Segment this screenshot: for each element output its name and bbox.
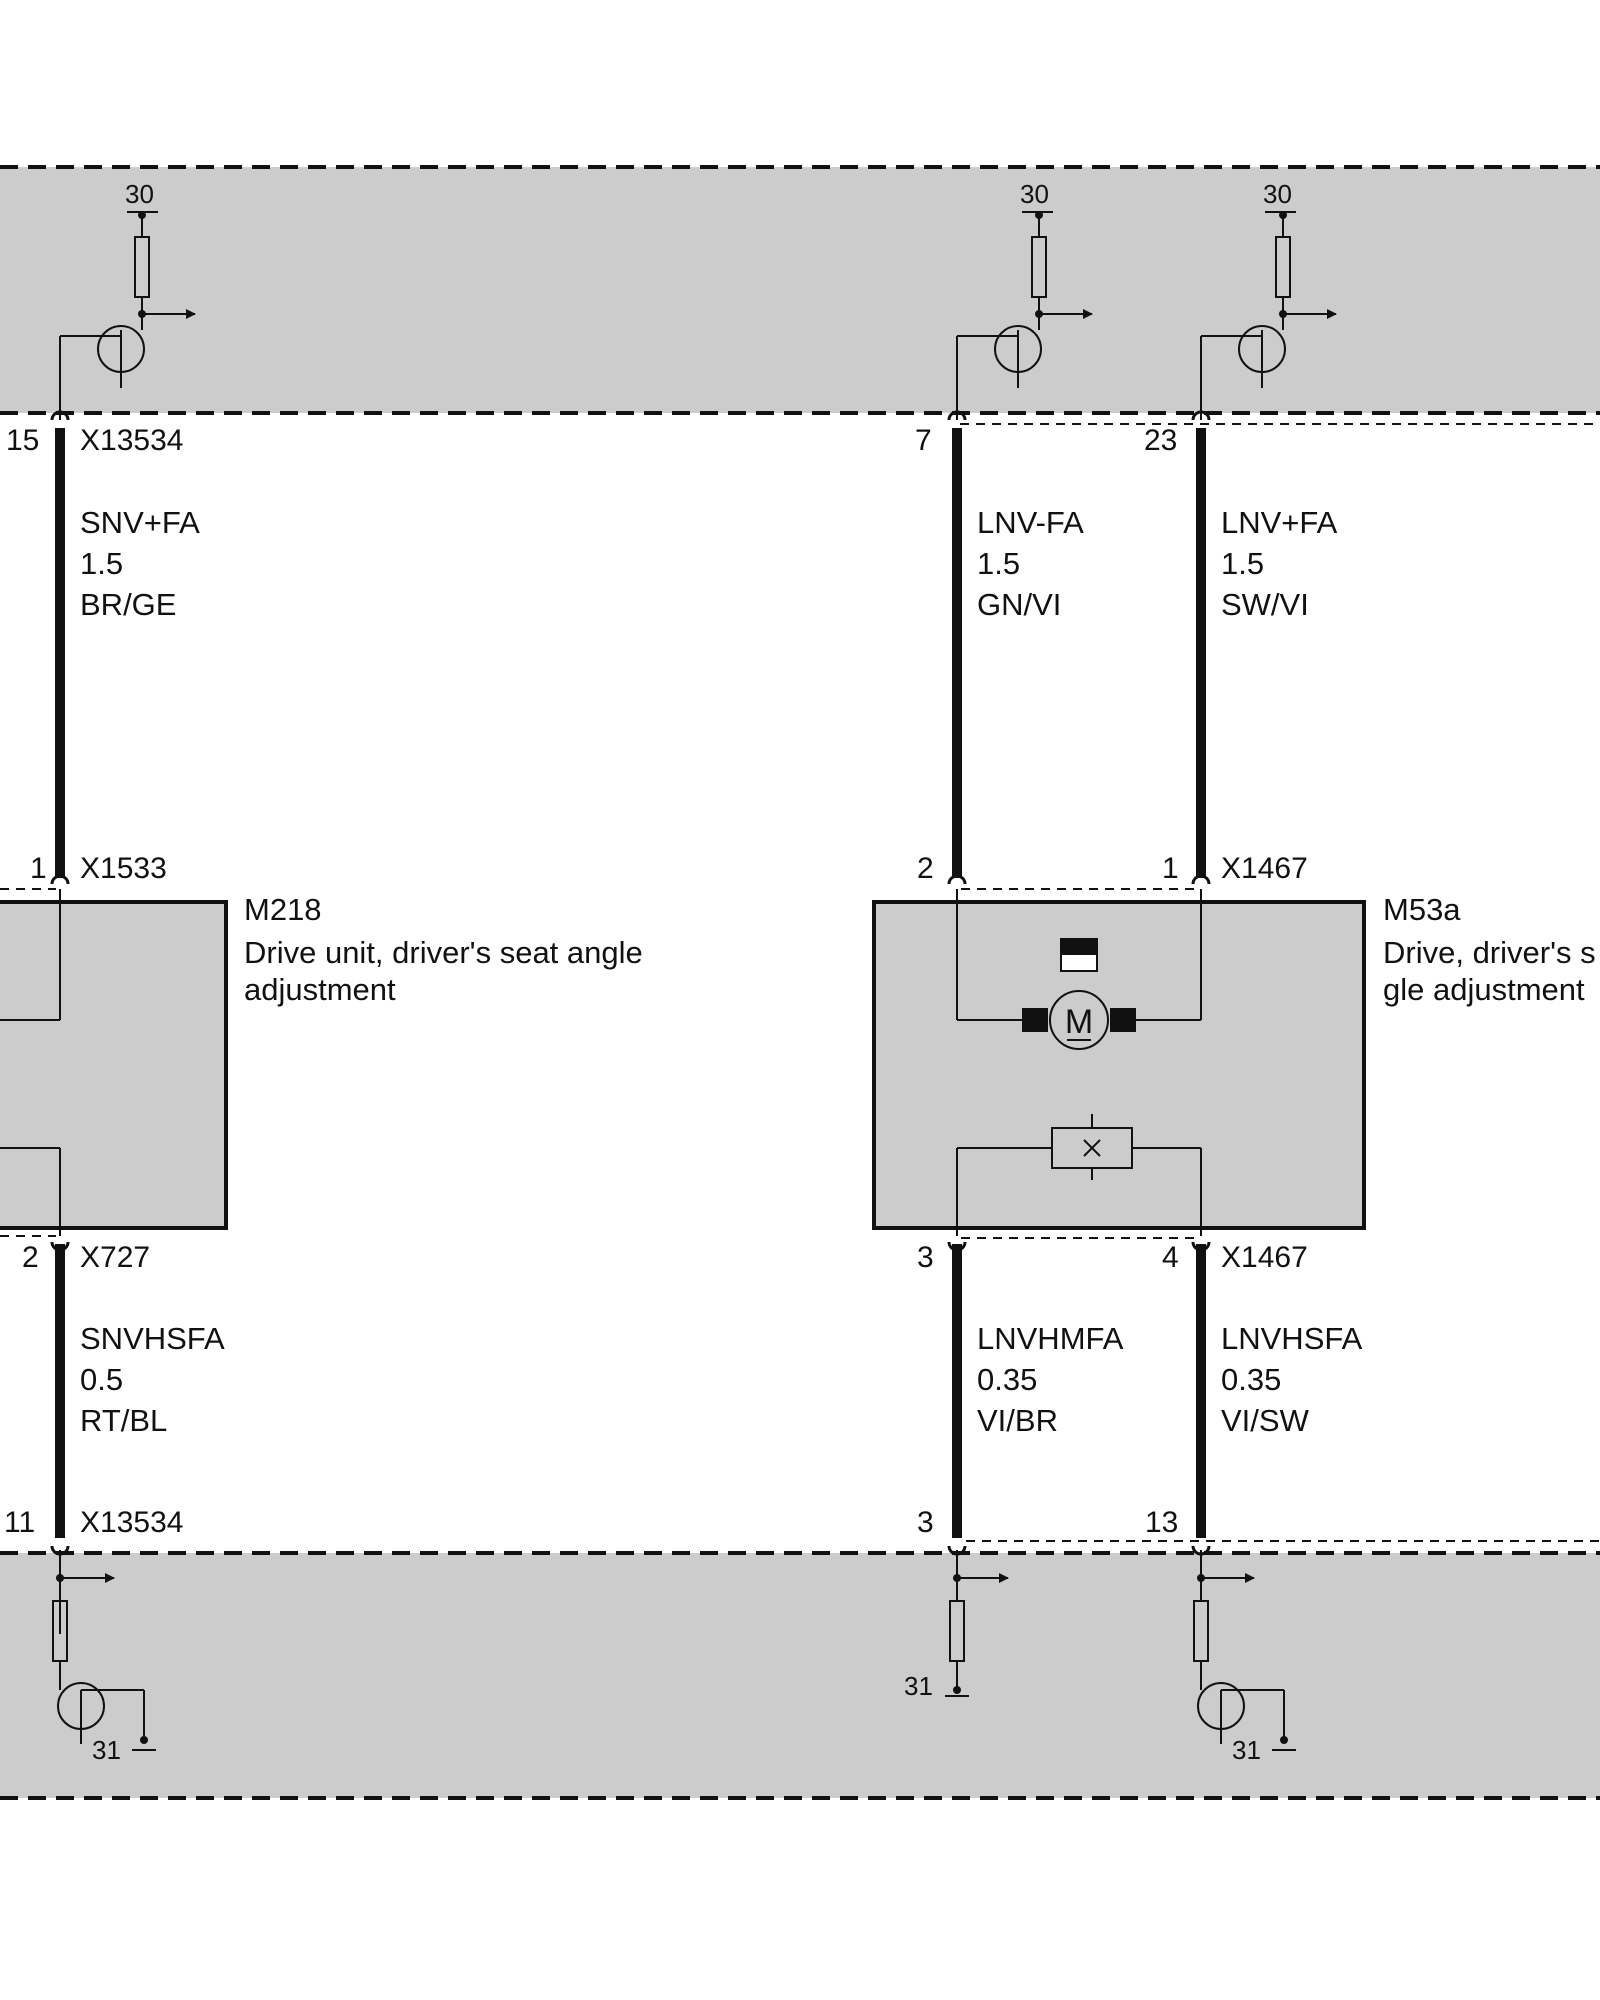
svg-text:1.5: 1.5 [80,546,123,581]
pin-label: 1 [1162,852,1179,885]
wire-lnvhsfa [1191,1241,1211,1556]
wire-label-lnv-fa: LNV-FA 1.5 GN/VI [977,505,1084,622]
wire-lnvhmfa [947,1241,967,1556]
connector-id: X1467 [1221,1241,1308,1274]
wire-label-snv-fa: SNV+FA 1.5 BR/GE [80,505,200,622]
supply-label: 30 [1263,179,1292,209]
ground-label: 31 [92,1735,121,1765]
component-description: Drive, driver's s [1383,935,1596,970]
bottom-driver-right: 31 [1193,1550,1296,1765]
connector-id: X1533 [80,852,167,885]
bottom-control-module [0,1551,1600,1800]
wire-snvhsfa [50,1241,70,1556]
svg-text:0.5: 0.5 [80,1362,123,1397]
pin-label: 3 [917,1241,934,1274]
pin-label: 1 [30,852,47,885]
ground-label: 31 [1232,1735,1261,1765]
pin-label: 2 [22,1241,39,1274]
wire-label-snvhsfa: SNVHSFA 0.5 RT/BL [80,1321,225,1438]
svg-text:BR/GE: BR/GE [80,587,176,622]
pin-label: 3 [917,1506,934,1539]
motor-icon [1049,990,1109,1050]
top-control-module [0,165,1600,415]
connector-id: X1467 [1221,852,1308,885]
pin-label: 23 [1144,424,1177,457]
pin-label: 11 [4,1506,35,1539]
top-driver-right: 30 [1200,179,1337,420]
svg-text:LNVHSFA: LNVHSFA [1221,1321,1363,1356]
connector-id: X727 [80,1241,150,1274]
svg-text:SW/VI: SW/VI [1221,587,1309,622]
ground-label: 31 [904,1671,933,1701]
pin-label: 13 [1145,1506,1178,1539]
svg-text:LNVHMFA: LNVHMFA [977,1321,1124,1356]
component-description: adjustment [244,972,396,1007]
wire-label-lnvhsfa: LNVHSFA 0.35 VI/SW [1221,1321,1363,1438]
bottom-driver-left: 31 [52,1550,156,1765]
supply-label: 30 [1020,179,1049,209]
connector-id: X13534 [80,424,183,457]
component-description: Drive unit, driver's seat angle [244,935,643,970]
connector-id: X13534 [80,1506,183,1539]
svg-text:1.5: 1.5 [977,546,1020,581]
top-driver-left: 30 [59,179,196,420]
svg-text:VI/BR: VI/BR [977,1403,1058,1438]
svg-text:0.35: 0.35 [977,1362,1037,1397]
component-id: M218 [244,892,322,927]
pin-label: 4 [1162,1241,1179,1274]
wire-label-lnvhmfa: LNVHMFA 0.35 VI/BR [977,1321,1124,1438]
svg-text:0.35: 0.35 [1221,1362,1281,1397]
svg-text:SNV+FA: SNV+FA [80,505,200,540]
wire-lnv-plus-fa [1191,410,1211,885]
pin-label: 7 [915,424,932,457]
wire-label-lnv-plus-fa: LNV+FA 1.5 SW/VI [1221,505,1338,622]
pin-label: 2 [917,852,934,885]
svg-text:VI/SW: VI/SW [1221,1403,1310,1438]
component-m53a: M [872,888,1366,1239]
svg-text:SNVHSFA: SNVHSFA [80,1321,225,1356]
svg-text:GN/VI: GN/VI [977,587,1061,622]
component-id: M53a [1383,892,1461,927]
bottom-driver-mid: 31 [904,1550,1009,1701]
motor-symbol: M [1065,1003,1093,1041]
supply-label: 30 [125,179,154,209]
component-description: gle adjustment [1383,972,1585,1007]
pin-label: 15 [6,424,39,457]
wire-lnv-fa [947,410,967,885]
component-m218 [0,888,228,1237]
svg-text:1.5: 1.5 [1221,546,1264,581]
svg-text:LNV+FA: LNV+FA [1221,505,1338,540]
wire-snv-fa [50,410,70,885]
svg-text:LNV-FA: LNV-FA [977,505,1084,540]
top-driver-mid: 30 [956,179,1093,420]
svg-text:RT/BL: RT/BL [80,1403,167,1438]
